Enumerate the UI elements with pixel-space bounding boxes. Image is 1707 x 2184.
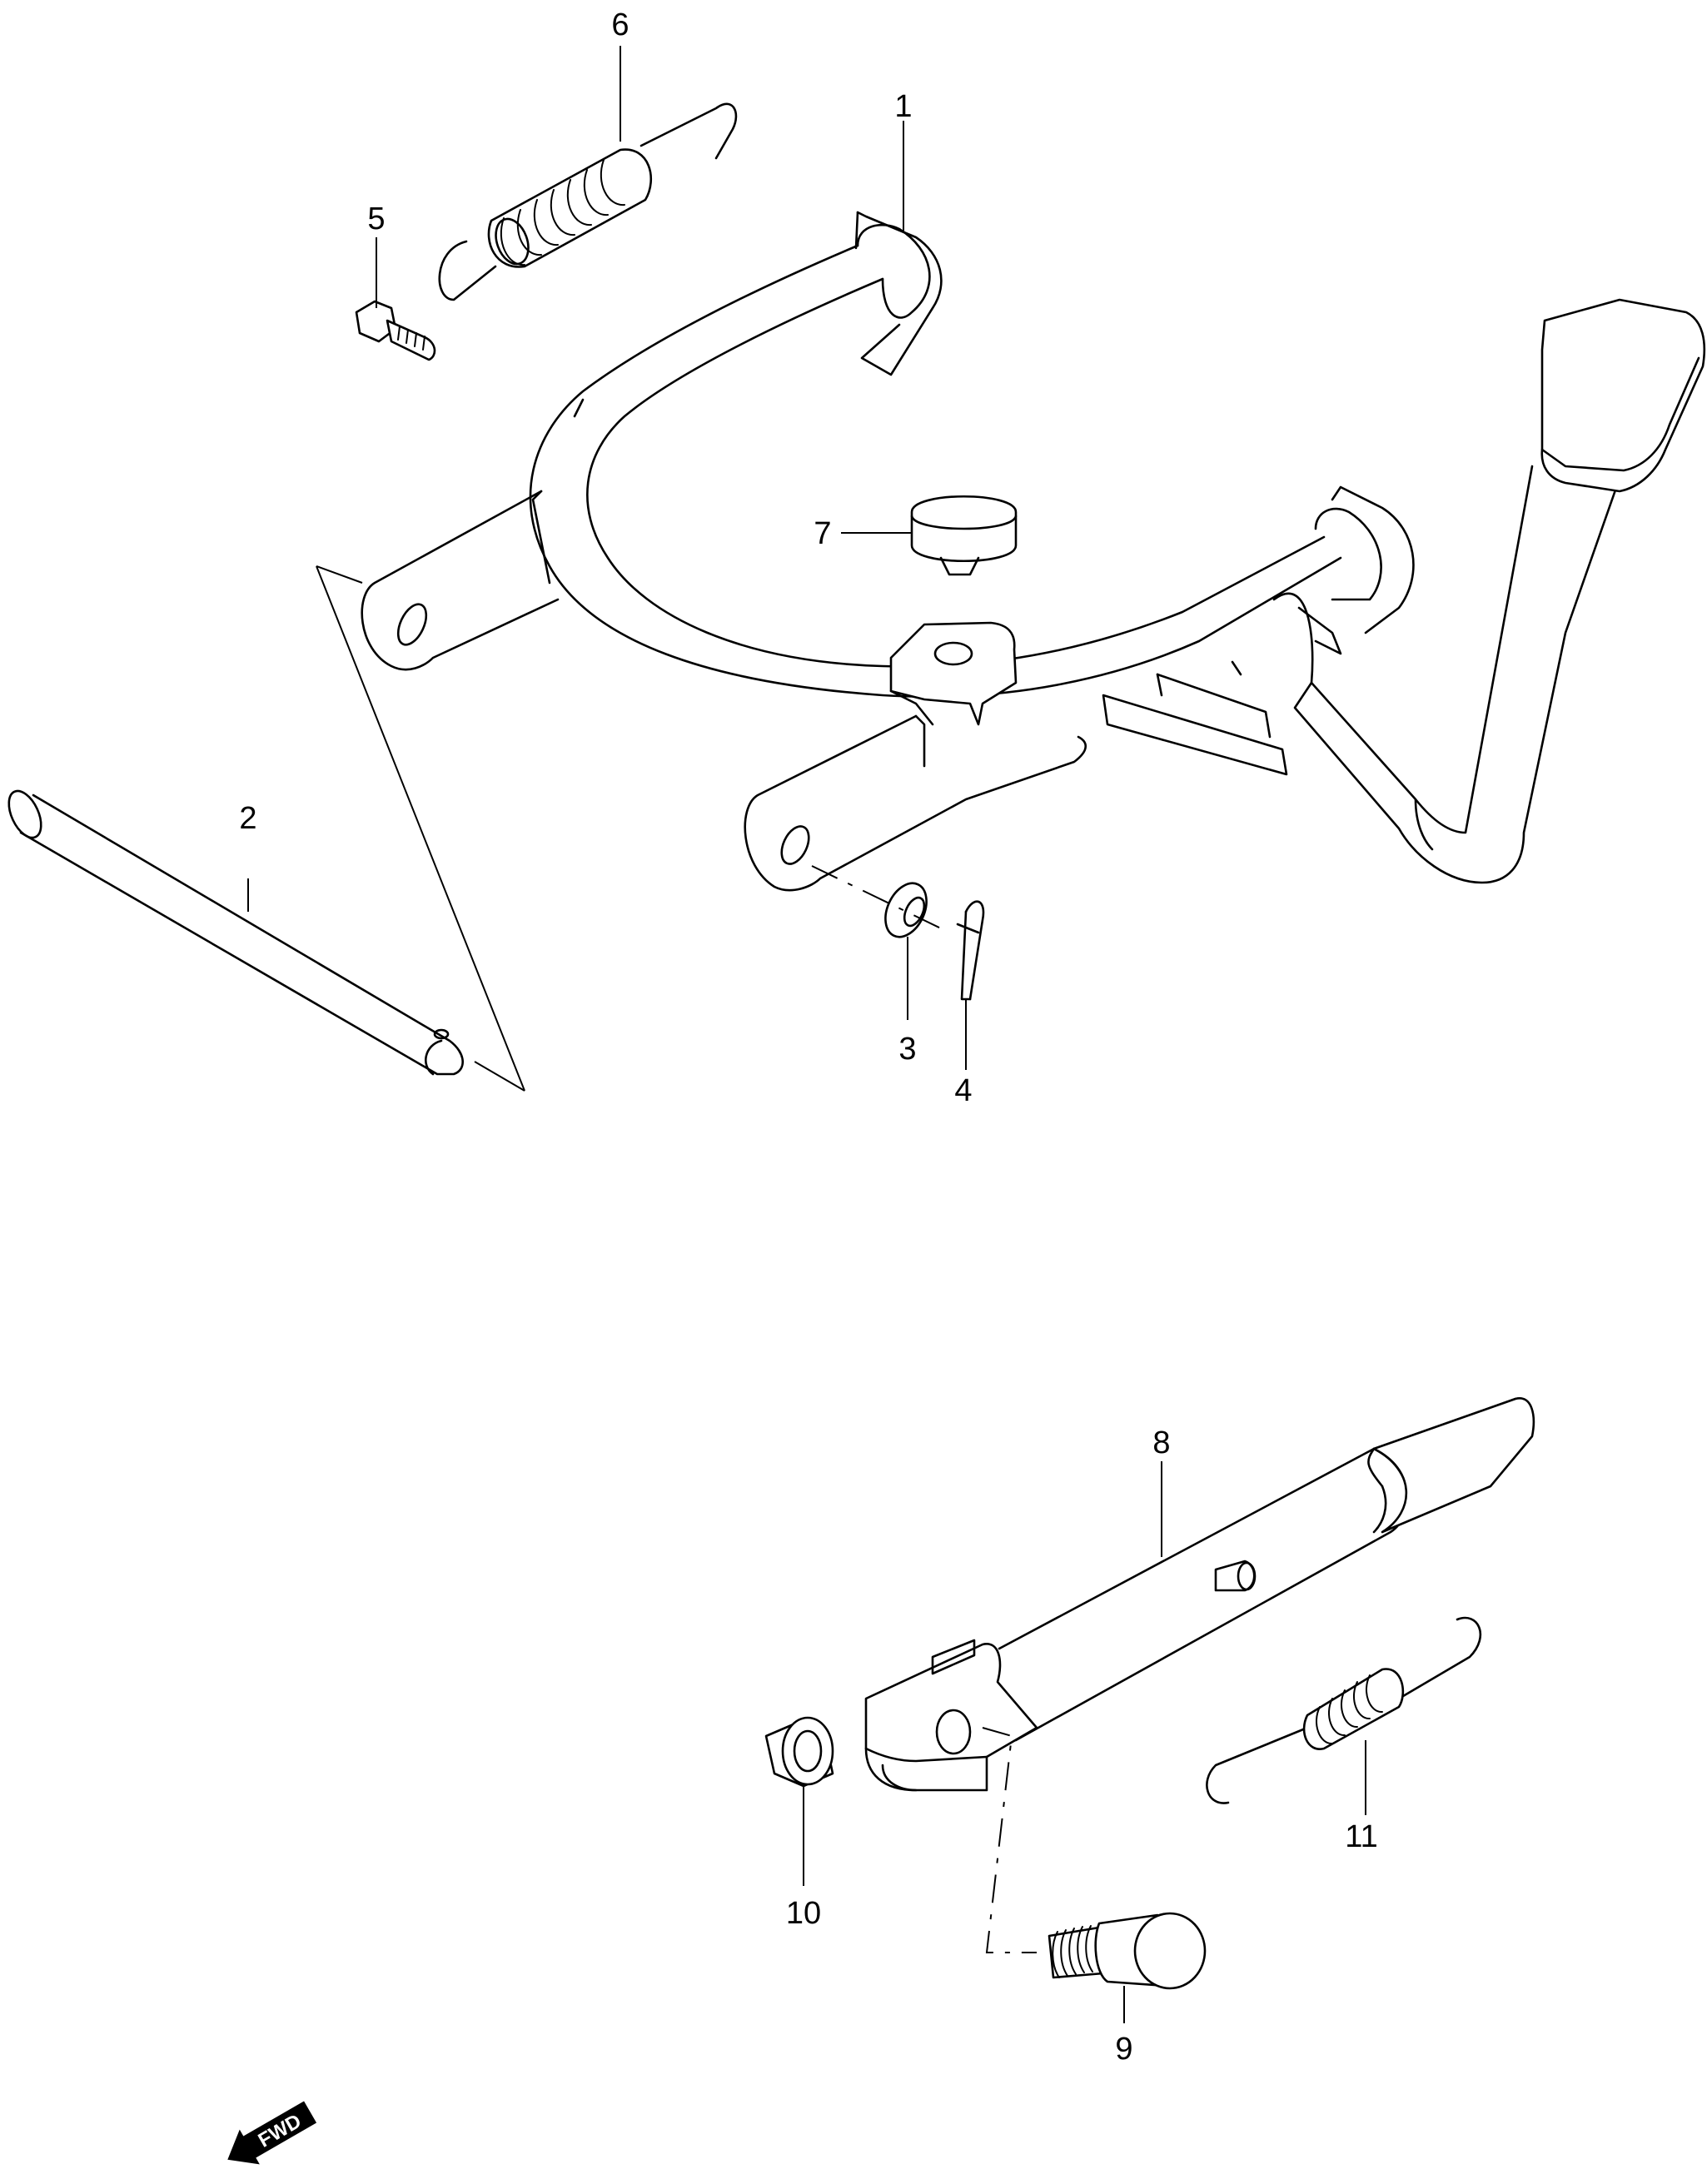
washer[interactable]	[878, 877, 935, 943]
callout-2: 2	[239, 801, 256, 836]
assembly-guide-triangle	[316, 565, 525, 1092]
side-stand-spring[interactable]	[1206, 1616, 1482, 1804]
callout-3: 3	[898, 1032, 916, 1067]
callout-5: 5	[367, 201, 385, 236]
leader-lines	[247, 46, 1366, 2023]
side-stand-axis-line	[982, 1727, 1037, 1953]
stand-spring[interactable]	[438, 102, 738, 301]
callout-labels: 1 2 3 4 5 6 7 8 9 10 11	[239, 7, 1377, 2067]
callout-11: 11	[1345, 1819, 1377, 1854]
side-stand[interactable]	[864, 1397, 1535, 1792]
rubber-stopper[interactable]	[910, 495, 1018, 576]
fwd-direction-marker: FWD	[227, 2101, 317, 2165]
center-stand[interactable]	[361, 211, 1706, 892]
callout-8: 8	[1152, 1425, 1170, 1460]
callout-9: 9	[1115, 2032, 1132, 2067]
callout-4: 4	[954, 1073, 972, 1108]
callout-1: 1	[894, 89, 912, 124]
callout-7: 7	[814, 516, 831, 551]
forward-arrow-icon	[227, 2101, 317, 2165]
bolt[interactable]	[355, 300, 436, 361]
shoulder-bolt[interactable]	[1048, 1912, 1207, 1990]
washer-axis-line	[811, 865, 942, 929]
flange-nut[interactable]	[764, 1716, 834, 1788]
callout-10: 10	[786, 1896, 821, 1931]
pivot-shaft[interactable]	[2, 786, 464, 1076]
cotter-pin[interactable]	[956, 900, 985, 1001]
callout-6: 6	[611, 7, 629, 42]
